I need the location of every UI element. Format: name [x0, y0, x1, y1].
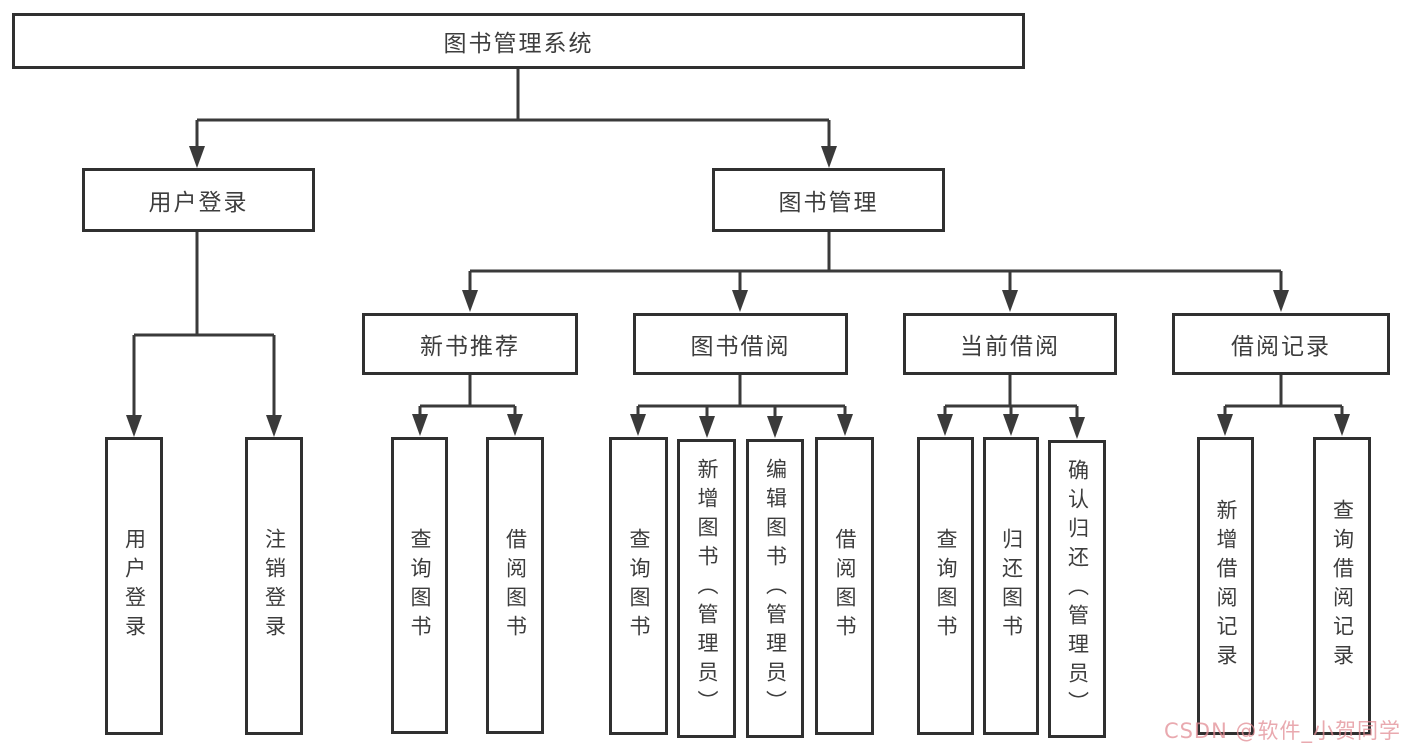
- node-root-label: 图书管理系统: [443, 31, 594, 57]
- node-book-borrow: 图书借阅: [633, 313, 848, 375]
- connector-current-borrow-children: [937, 375, 1085, 439]
- leaf-borrow-query-label: 查询图书: [627, 528, 651, 644]
- leaf-borrow-borrow: 借阅图书: [815, 437, 874, 735]
- leaf-newbook-query-label: 查询图书: [408, 527, 432, 644]
- leaf-record-add-label: 新增借阅记录: [1214, 499, 1238, 673]
- leaf-borrow-edit-label: 编辑图书（管理员）: [763, 458, 788, 719]
- leaf-user-login-label: 用户登录: [122, 528, 147, 644]
- connector-new-book-children: [412, 375, 523, 436]
- leaf-borrow-query: 查询图书: [609, 437, 668, 735]
- connector-user-login-children: [126, 232, 282, 437]
- node-book-borrow-label: 图书借阅: [690, 334, 791, 360]
- node-book-mgmt-label: 图书管理: [778, 190, 879, 216]
- connector-book-mgmt-children: [462, 232, 1289, 312]
- node-new-book-rec: 新书推荐: [362, 313, 578, 375]
- leaf-current-confirm: 确认归还（管理员）: [1048, 440, 1106, 738]
- leaf-borrow-add: 新增图书（管理员）: [677, 439, 736, 738]
- node-current-borrow-label: 当前借阅: [960, 334, 1060, 360]
- node-user-login-label: 用户登录: [148, 190, 249, 216]
- leaf-current-query-label: 查询图书: [934, 528, 958, 644]
- node-user-login: 用户登录: [82, 168, 315, 232]
- node-book-mgmt: 图书管理: [712, 168, 945, 232]
- leaf-borrow-borrow-label: 借阅图书: [833, 528, 857, 644]
- leaf-logout: 注销登录: [245, 437, 303, 735]
- connector-root-to-level2: [189, 69, 837, 168]
- leaf-record-query: 查询借阅记录: [1313, 437, 1371, 735]
- leaf-record-query-label: 查询借阅记录: [1330, 499, 1355, 673]
- node-borrow-record: 借阅记录: [1172, 313, 1390, 375]
- leaf-current-return-label: 归还图书: [999, 528, 1024, 644]
- node-current-borrow: 当前借阅: [903, 313, 1117, 375]
- connector-borrow-record-children: [1217, 375, 1350, 436]
- node-borrow-record-label: 借阅记录: [1231, 334, 1331, 360]
- connector-book-borrow-children: [630, 375, 853, 438]
- leaf-record-add: 新增借阅记录: [1197, 437, 1254, 735]
- leaf-newbook-borrow: 借阅图书: [486, 437, 544, 734]
- leaf-newbook-borrow-label: 借阅图书: [503, 527, 528, 644]
- node-root: 图书管理系统: [12, 13, 1025, 69]
- leaf-borrow-add-label: 新增图书（管理员）: [695, 458, 719, 719]
- leaf-user-login: 用户登录: [105, 437, 163, 735]
- leaf-current-confirm-label: 确认归还（管理员）: [1065, 458, 1090, 720]
- leaf-borrow-edit: 编辑图书（管理员）: [746, 439, 804, 738]
- leaf-newbook-query: 查询图书: [391, 437, 448, 734]
- leaf-current-return: 归还图书: [983, 437, 1039, 735]
- leaf-logout-label: 注销登录: [262, 528, 287, 644]
- leaf-current-query: 查询图书: [917, 437, 974, 735]
- node-new-book-rec-label: 新书推荐: [420, 334, 520, 360]
